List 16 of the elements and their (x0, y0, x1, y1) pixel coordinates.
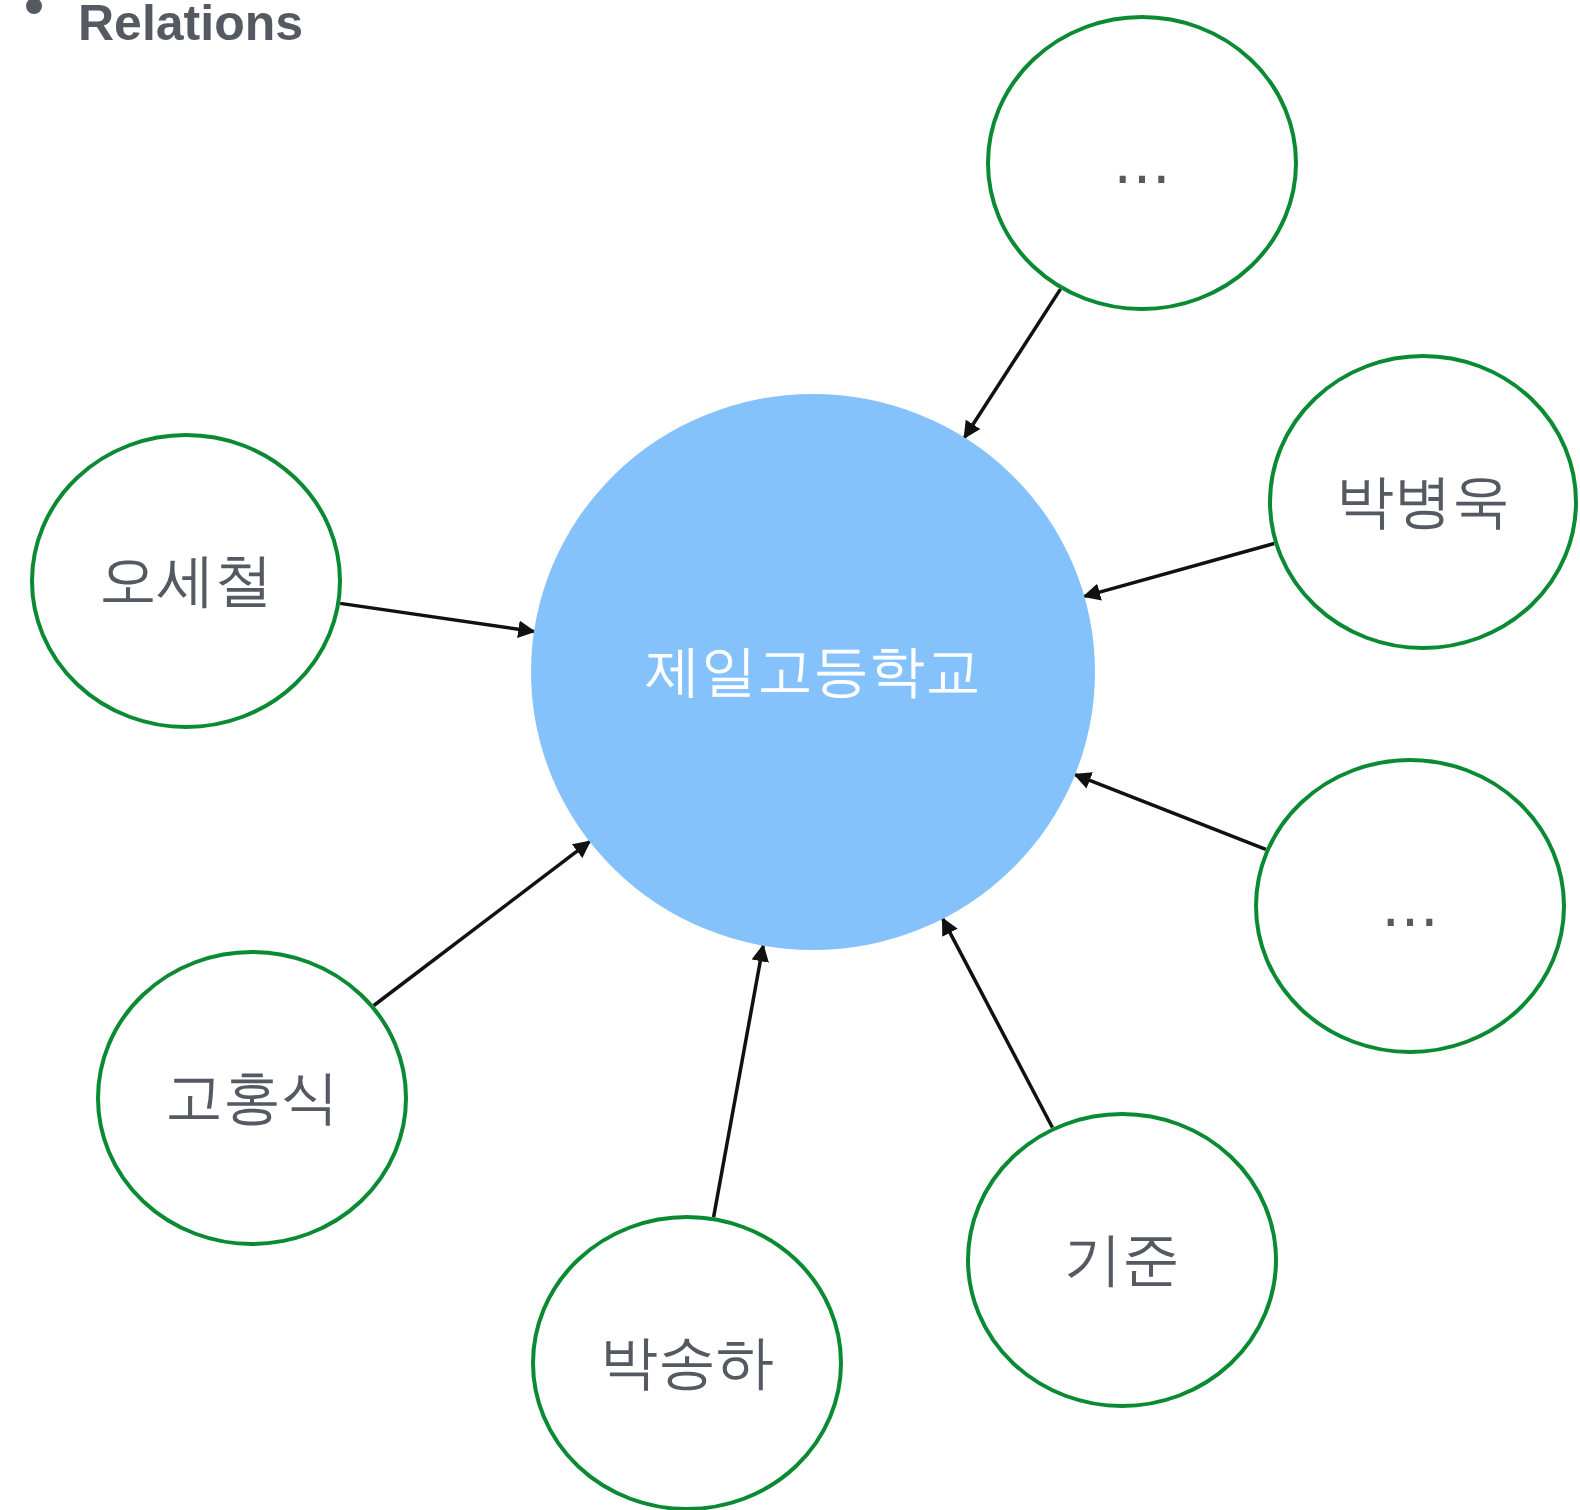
center-label: 제일고등학교 (645, 637, 981, 705)
arrow (1073, 772, 1267, 852)
arrow (941, 917, 1054, 1129)
node-label: … (1113, 129, 1171, 197)
title: Relations (78, 0, 304, 52)
arrow (963, 288, 1062, 439)
node-label: 고홍식 (165, 1062, 339, 1133)
arrow (1082, 541, 1275, 601)
node-label: 박병욱 (1336, 466, 1510, 537)
arrow (339, 601, 536, 638)
node-label: 박송하 (600, 1327, 774, 1398)
node-label: 기준 (1064, 1224, 1180, 1295)
arrow (372, 840, 591, 1007)
arrow (711, 943, 769, 1218)
node-label: 오세철 (99, 545, 273, 616)
node-label: … (1381, 872, 1439, 940)
